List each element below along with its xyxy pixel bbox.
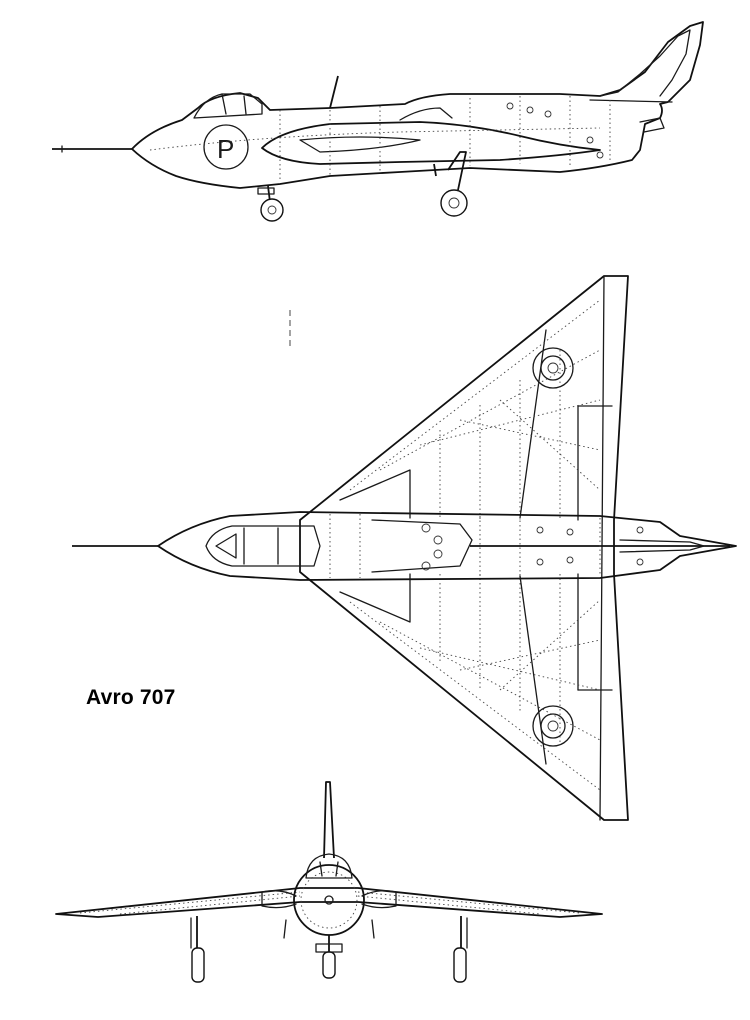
plan-fuselage <box>157 511 737 581</box>
side-letter-p: P <box>217 134 234 164</box>
plan-holes <box>421 523 644 571</box>
front-right-main-gear <box>453 916 468 983</box>
plan-canopy <box>205 525 321 567</box>
side-wing-fairing <box>261 121 601 165</box>
front-canopy <box>305 853 353 879</box>
side-view: P <box>52 21 704 222</box>
side-main-gear <box>433 151 468 217</box>
front-left-main-gear <box>190 916 205 983</box>
plan-wing <box>299 275 629 821</box>
side-canopy <box>193 93 263 119</box>
side-roundel <box>203 124 249 170</box>
front-view <box>55 781 603 983</box>
plan-view <box>72 275 737 821</box>
side-nose-gear <box>257 185 284 222</box>
front-fuselage <box>293 864 365 936</box>
front-wing <box>55 887 603 918</box>
side-antenna <box>329 75 339 109</box>
side-fuselage <box>131 21 704 189</box>
front-nose-gear <box>315 935 343 979</box>
plan-roundel-top <box>532 347 574 389</box>
front-fin <box>323 781 335 859</box>
plan-roundel-bottom <box>532 705 574 747</box>
aircraft-title: Avro 707 <box>86 686 176 709</box>
side-holes <box>506 102 604 159</box>
